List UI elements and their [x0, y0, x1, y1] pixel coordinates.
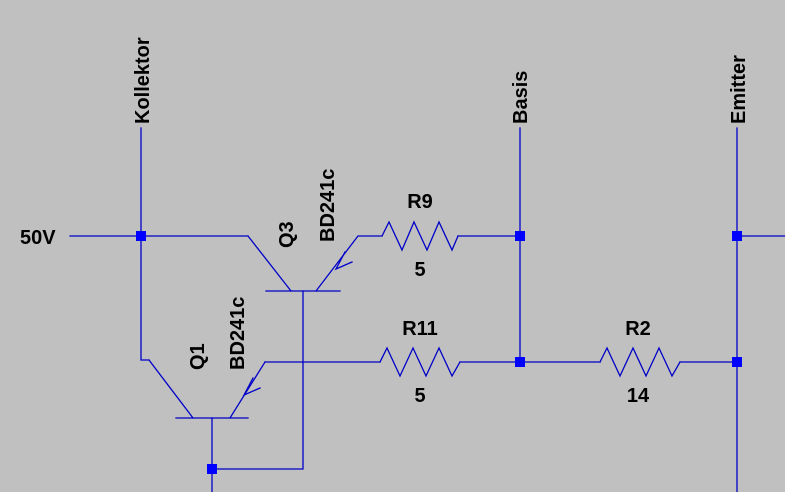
junctions: [136, 231, 742, 474]
r9-zigzag: [381, 220, 459, 252]
r9-value-label: 5: [414, 259, 425, 281]
wire-q3-base-down: [211, 290, 304, 470]
r2-value-label: 14: [627, 385, 650, 407]
r2-zigzag: [599, 346, 681, 378]
q1-collector-leg: [148, 359, 194, 419]
resistor-r11[interactable]: R11 5: [379, 318, 461, 407]
q1-emitter-arrow: [242, 377, 261, 397]
q1-model-label: BD241c: [227, 297, 249, 370]
junction-supply-collector[interactable]: [136, 231, 146, 241]
transistor-q3[interactable]: Q3 BD241c: [247, 169, 383, 292]
resistor-r2[interactable]: R2 14: [599, 318, 681, 407]
junction-emitter-top[interactable]: [732, 231, 742, 241]
q3-emitter-arrow: [334, 251, 353, 271]
junction-basis-r11-r2[interactable]: [515, 357, 525, 367]
q3-ref-label: Q3: [276, 221, 298, 248]
wire-collector-to-q1: [140, 235, 150, 361]
q3-emitter-leg: [315, 235, 383, 292]
r2-ref-label: R2: [625, 318, 651, 340]
net-label-kollektor: Kollektor: [132, 37, 154, 124]
junction-basis-r9[interactable]: [515, 231, 525, 241]
net-label-emitter: Emitter: [728, 55, 750, 124]
net-label-basis: Basis: [510, 71, 532, 124]
q1-ref-label: Q1: [187, 343, 209, 370]
q3-model-label: BD241c: [317, 169, 339, 242]
junction-q1-q3-base[interactable]: [207, 464, 217, 474]
r11-ref-label: R11: [402, 318, 438, 340]
wires: [69, 127, 785, 492]
r11-zigzag: [379, 346, 461, 378]
net-label-supply: 50V: [20, 227, 56, 249]
resistor-r9[interactable]: R9 5: [381, 191, 459, 281]
q1-emitter-leg: [229, 361, 266, 419]
junction-emitter-r2[interactable]: [732, 357, 742, 367]
r9-ref-label: R9: [407, 191, 433, 213]
r11-value-label: 5: [414, 385, 425, 407]
q3-collector-leg: [247, 235, 292, 292]
transistor-q1[interactable]: Q1 BD241c: [148, 297, 266, 419]
